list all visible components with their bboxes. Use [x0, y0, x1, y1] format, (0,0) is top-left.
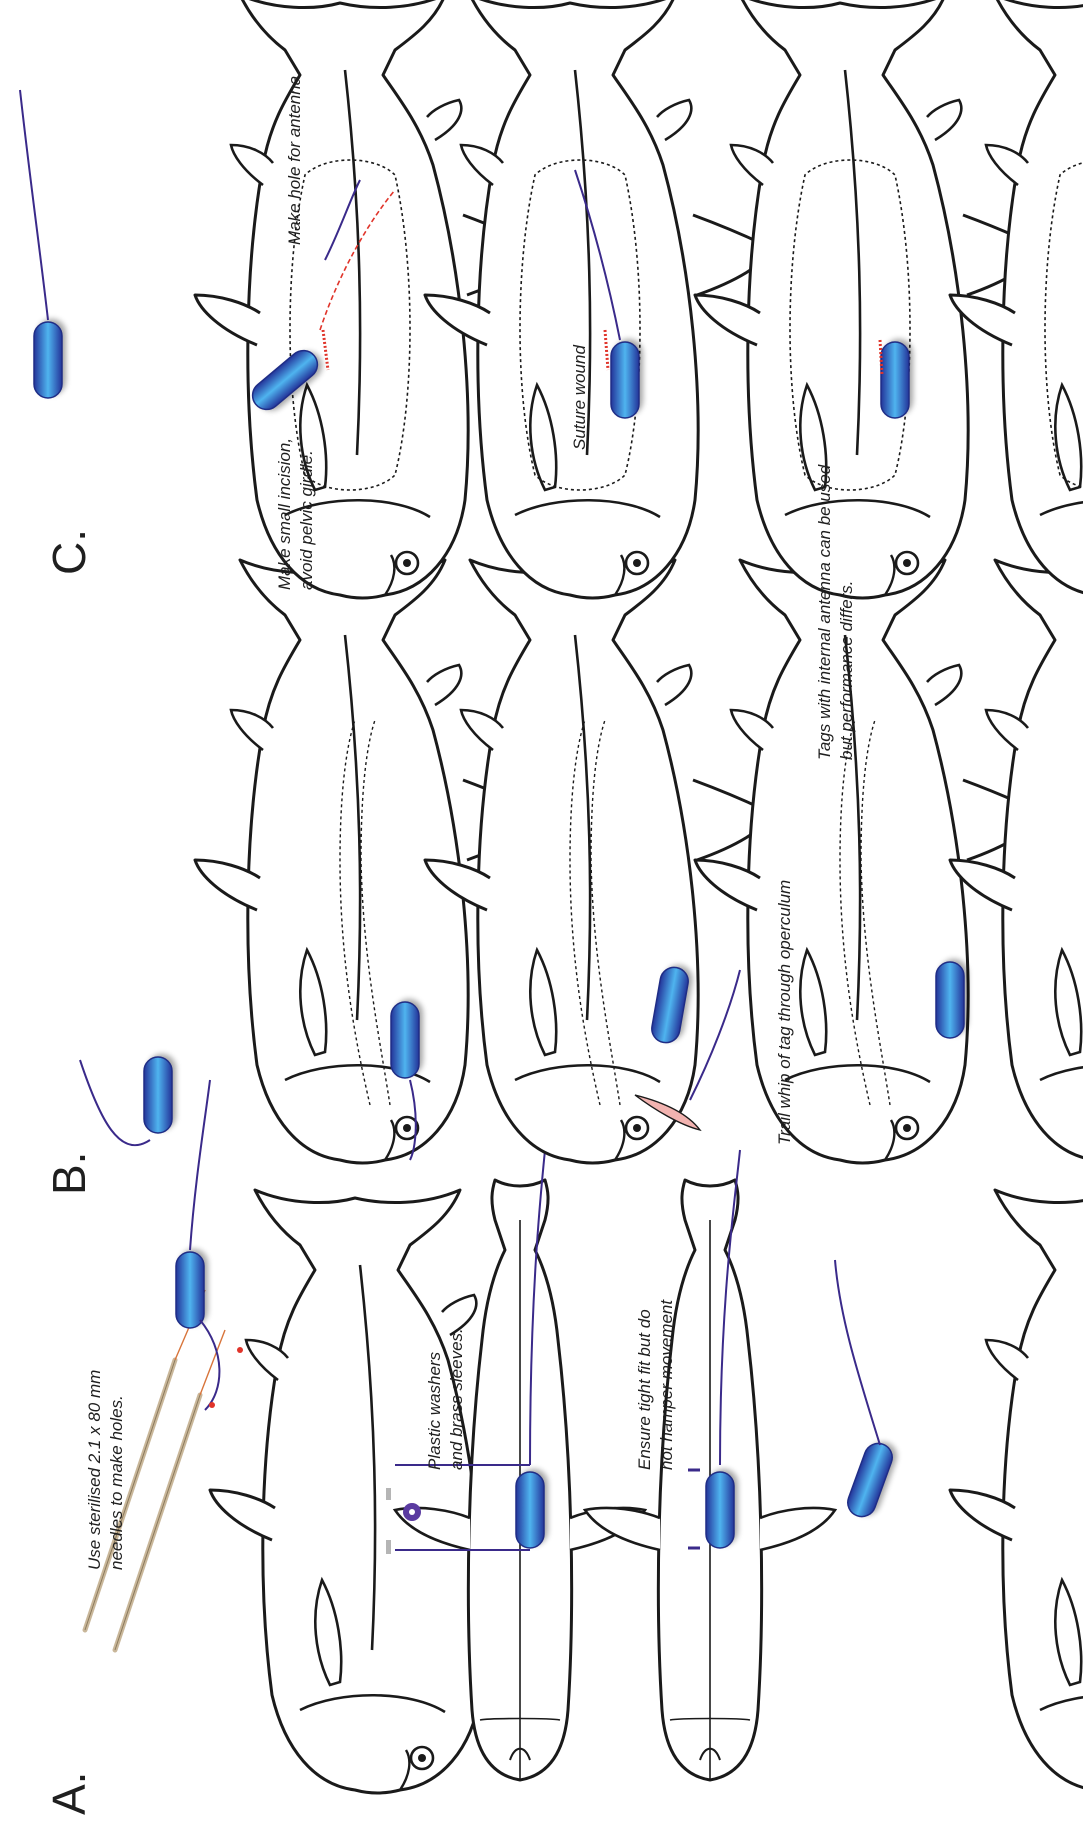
transmitter-tag-icon: [936, 959, 968, 1038]
tag-b4: [936, 959, 968, 1038]
transmitter-tag-icon: [516, 1469, 548, 1548]
tag-b2: [391, 999, 423, 1078]
fish-outline-icon: [950, 560, 1083, 1163]
tag-c4: [881, 339, 913, 418]
transmitter-tag-icon: [611, 339, 643, 418]
panel-label-c: C.: [43, 529, 95, 575]
note-c-suture: Suture wound: [570, 345, 589, 450]
panel-a: Use sterilised 2.1 x 80 mm needles to ma…: [43, 1080, 1083, 1815]
tag-a1: [176, 1249, 208, 1328]
tag-b1: [144, 1054, 176, 1133]
tag-c1: [34, 319, 66, 398]
fish-a4: [950, 1190, 1083, 1793]
note-a-needles: Use sterilised 2.1 x 80 mm needles to ma…: [85, 1365, 126, 1570]
wire-arrow-a1: [200, 1320, 219, 1410]
tag-c3: [611, 339, 643, 418]
note-a-fit: Ensure tight fit but do not hamper movem…: [635, 1299, 676, 1470]
transmitter-tag-icon: [144, 1054, 176, 1133]
panel-label-a: A.: [43, 1772, 95, 1815]
tag-a3: [706, 1469, 738, 1548]
transmitter-tag-icon: [34, 319, 66, 398]
tag-a2: [516, 1469, 548, 1548]
tag-a4: [844, 1437, 901, 1522]
transmitter-tag-icon: [176, 1249, 208, 1328]
fish-outline-icon: [695, 0, 1045, 598]
fish-c3: [695, 0, 1045, 598]
antenna-a1: [190, 1080, 210, 1250]
note-c-hole: Make hole for antenna: [285, 76, 304, 245]
panel-b: Trail whip of tag through operculum B.: [43, 560, 1083, 1195]
transmitter-tag-icon: [844, 1437, 901, 1522]
transmitter-tag-icon: [881, 339, 913, 418]
fish-c4: [950, 0, 1083, 598]
needle-icon: [85, 1290, 225, 1650]
fish-outline-icon: [695, 560, 1045, 1163]
transmitter-tag-icon: [391, 999, 423, 1078]
fish-outline-icon: [950, 1190, 1083, 1793]
note-b-trail: Trail whip of tag through operculum: [775, 880, 794, 1145]
fish-outline-icon: [950, 0, 1083, 598]
fish-b4: [950, 560, 1083, 1163]
incision-mark: [209, 1402, 215, 1408]
incision-mark: [237, 1347, 243, 1353]
transmitter-tag-icon: [706, 1469, 738, 1548]
fish-b3: [695, 560, 1045, 1163]
panel-label-b: B.: [43, 1152, 95, 1195]
